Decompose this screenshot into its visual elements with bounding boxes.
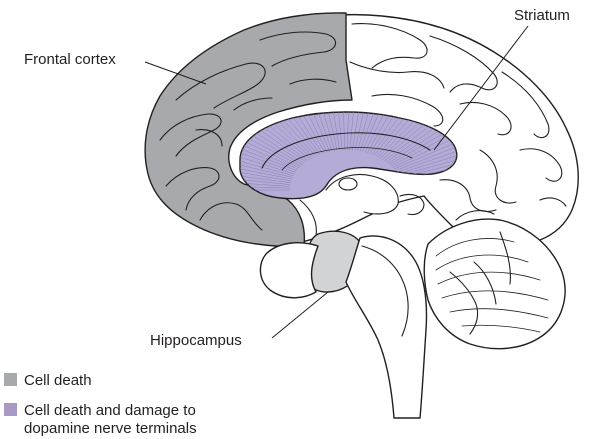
hatch-line (240, 172, 291, 185)
hatch-line (292, 112, 330, 152)
hatch-line (240, 132, 296, 173)
frontal-cortex-leader (144, 61, 207, 85)
hatch-line (362, 112, 400, 152)
posterior-gyri (349, 23, 567, 221)
hatch-line (354, 112, 376, 151)
hatch-line (240, 112, 302, 167)
hatch-line (384, 112, 457, 161)
legend-swatch-cell-death (4, 373, 17, 386)
hatch-line (308, 112, 335, 151)
striatum-leader (433, 25, 529, 151)
hatch-line (316, 112, 338, 151)
frontal-cortex-region (144, 12, 353, 247)
hatch-line (240, 183, 291, 189)
hatch-line (398, 143, 457, 177)
hippocampus-leader (271, 291, 329, 339)
legend-label-dopamine-line1: Cell death and damage to (24, 402, 196, 419)
hatch-line (240, 137, 295, 175)
hatch-line (240, 166, 291, 184)
hatch-line (341, 112, 345, 151)
hatch-line (333, 112, 343, 151)
hatch-line (393, 122, 457, 170)
hatch-line (397, 137, 457, 175)
hatch-line (387, 112, 457, 164)
hatch-line (399, 149, 457, 178)
hatch-line (396, 132, 457, 173)
callosum-line-inner (281, 147, 413, 171)
hatch-line (385, 112, 457, 163)
hatch-line (357, 112, 384, 151)
hatch-line (284, 112, 328, 153)
temporal-lobe-outline (259, 242, 319, 299)
pons-curve (361, 245, 409, 337)
cerebellum-folia (435, 231, 549, 335)
hatch-line (240, 122, 299, 170)
hatch-line (277, 112, 326, 154)
brainstem (345, 235, 428, 419)
hatch-line (240, 112, 305, 164)
fornix-line (299, 199, 317, 237)
callosum-line (261, 132, 431, 169)
hatch-line (325, 112, 340, 151)
legend-label-dopamine-line2: dopamine nerve terminals (24, 420, 197, 437)
hatch-line (347, 112, 351, 151)
hatch-line (392, 117, 457, 168)
hatch-line (366, 112, 415, 154)
hatch-line (382, 112, 457, 160)
frontal-cortex-label: Frontal cortex (24, 51, 116, 68)
hippocampus-label: Hippocampus (150, 332, 242, 349)
hatch-line (395, 127, 457, 172)
hatch-line (300, 112, 333, 152)
legend-swatch-dopamine-damage (4, 403, 17, 416)
interthalamic-adhesion (338, 177, 358, 191)
hatch-line (240, 117, 300, 168)
hatch-line (359, 112, 392, 152)
hatch-line (240, 160, 292, 182)
frontal-gyri (159, 31, 337, 231)
hatch-line (364, 112, 408, 153)
hatch-line (240, 112, 307, 163)
hatch-line (240, 177, 291, 187)
hatch-line (349, 112, 359, 151)
hatch-line (352, 112, 367, 151)
striatum-region (239, 111, 458, 200)
hatch-line (240, 143, 294, 177)
legend-label-cell-death: Cell death (24, 372, 92, 389)
striatum-label: Striatum (514, 7, 570, 24)
pineal-region (399, 193, 425, 216)
legend: Cell death Cell death and damage to dopa… (4, 372, 197, 437)
hatch-line (240, 112, 303, 166)
cerebellum (423, 218, 566, 350)
hatch-line (240, 149, 293, 178)
hatch-line (240, 154, 293, 180)
